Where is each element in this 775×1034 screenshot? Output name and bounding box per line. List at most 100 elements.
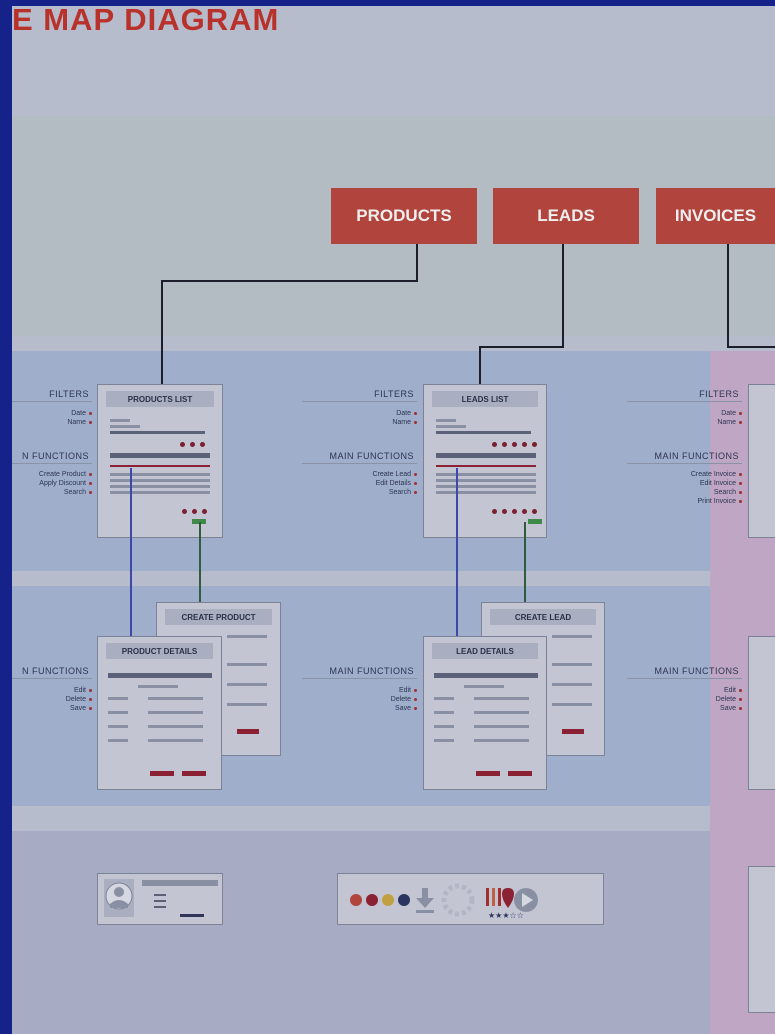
diagram-canvas: E MAP DIAGRAM PRODUCTS LEADS INVOICES FI… xyxy=(12,6,775,1034)
pager-dot xyxy=(492,442,497,447)
bullet-icon xyxy=(739,688,742,692)
table-row xyxy=(110,473,210,476)
pager-dot xyxy=(192,509,197,514)
leads-list-card[interactable]: LEADS LIST xyxy=(423,384,547,538)
field-value xyxy=(148,725,203,728)
product-details-card[interactable]: PRODUCT DETAILS xyxy=(97,636,222,790)
table-row xyxy=(110,491,210,494)
invoices-list-card[interactable] xyxy=(748,384,775,538)
create-button[interactable] xyxy=(528,519,542,524)
placeholder-bar xyxy=(227,635,267,638)
filters-label: FILTERS xyxy=(699,389,739,399)
bullet-icon xyxy=(89,688,92,692)
icons-widget[interactable]: ★★★☆☆ xyxy=(337,873,604,925)
filter-item: Date xyxy=(627,410,742,418)
function-item: Create Product xyxy=(12,471,92,479)
field-label xyxy=(108,697,128,700)
delete-button[interactable] xyxy=(182,771,206,776)
pager-dot xyxy=(502,509,507,514)
field-value xyxy=(148,697,203,700)
table-row-highlight xyxy=(436,465,536,467)
edit-button[interactable] xyxy=(150,771,174,776)
filter-date: Date xyxy=(721,410,736,417)
circle-icon xyxy=(366,894,378,906)
filter-item: Name xyxy=(302,419,417,427)
placeholder-bar xyxy=(227,683,267,686)
products-list-card[interactable]: PRODUCTS LIST xyxy=(97,384,223,538)
bullet-icon xyxy=(739,490,742,494)
function-edit: Edit xyxy=(723,687,736,694)
divider xyxy=(12,463,92,464)
field-label xyxy=(108,725,128,728)
function-item: Edit xyxy=(627,687,742,695)
function-search: Search xyxy=(713,489,736,496)
filter-name: Name xyxy=(717,419,736,426)
connector xyxy=(727,244,729,348)
invoice-widget[interactable] xyxy=(748,866,775,1013)
placeholder-bar xyxy=(110,431,205,434)
edit-button[interactable] xyxy=(476,771,500,776)
connector xyxy=(562,244,564,348)
circle-icon xyxy=(382,894,394,906)
table-row xyxy=(436,485,536,488)
user-avatar-icon xyxy=(104,879,218,917)
function-item: Edit xyxy=(302,687,417,695)
divider xyxy=(627,463,742,464)
pager-dot xyxy=(512,509,517,514)
save-button[interactable] xyxy=(562,729,584,734)
placeholder-bar xyxy=(436,431,531,434)
placeholder-bar xyxy=(138,685,178,688)
function-item: Save xyxy=(12,705,92,713)
main-functions-label: MAIN FUNCTIONS xyxy=(329,451,414,461)
main-functions-label: MAIN FUNCTIONS xyxy=(654,451,739,461)
pager-dot xyxy=(182,509,187,514)
bullet-icon xyxy=(414,472,417,476)
function-item: Edit xyxy=(12,687,92,695)
bullet-icon xyxy=(414,697,417,701)
category-products[interactable]: PRODUCTS xyxy=(331,188,477,244)
bullet-icon xyxy=(739,411,742,415)
function-item: Apply Discount xyxy=(12,480,92,488)
category-leads[interactable]: LEADS xyxy=(493,188,639,244)
bullet-icon xyxy=(89,472,92,476)
create-product-title: CREATE PRODUCT xyxy=(165,609,272,625)
detail-header xyxy=(108,673,212,678)
page-title: E MAP DIAGRAM xyxy=(12,6,280,37)
bullet-icon xyxy=(89,420,92,424)
lead-details-card[interactable]: LEAD DETAILS xyxy=(423,636,547,790)
function-item: Edit Invoice xyxy=(627,480,742,488)
connector xyxy=(416,244,418,282)
save-button[interactable] xyxy=(237,729,259,734)
function-item: Delete xyxy=(12,696,92,704)
placeholder-bar xyxy=(436,425,466,428)
pager-dot xyxy=(200,442,205,447)
function-create-product: Create Product xyxy=(38,471,86,478)
connector xyxy=(161,280,418,282)
category-invoices[interactable]: INVOICES xyxy=(656,188,775,244)
main-functions-label: N FUNCTIONS xyxy=(22,666,89,676)
download-icon xyxy=(416,888,434,913)
function-edit-details: Edit Details xyxy=(375,480,411,487)
field-label xyxy=(434,739,454,742)
field-label xyxy=(108,739,128,742)
main-functions-label: N FUNCTIONS xyxy=(22,451,89,461)
table-row xyxy=(436,473,536,476)
bullet-icon xyxy=(739,420,742,424)
delete-button[interactable] xyxy=(508,771,532,776)
function-item: Edit Details xyxy=(302,480,417,488)
profile-widget[interactable] xyxy=(97,873,223,925)
invoice-details-card[interactable] xyxy=(748,636,775,790)
create-button[interactable] xyxy=(192,519,206,524)
filter-date: Date xyxy=(396,410,411,417)
table-header xyxy=(110,453,210,458)
field-label xyxy=(434,711,454,714)
pin-icon xyxy=(486,888,514,908)
lead-details-title: LEAD DETAILS xyxy=(432,643,538,659)
divider xyxy=(302,678,417,679)
function-search: Search xyxy=(388,489,411,496)
product-details-title: PRODUCT DETAILS xyxy=(106,643,213,659)
bullet-icon xyxy=(89,490,92,494)
pager-dot xyxy=(502,442,507,447)
table-row xyxy=(436,479,536,482)
table-header xyxy=(436,453,536,458)
